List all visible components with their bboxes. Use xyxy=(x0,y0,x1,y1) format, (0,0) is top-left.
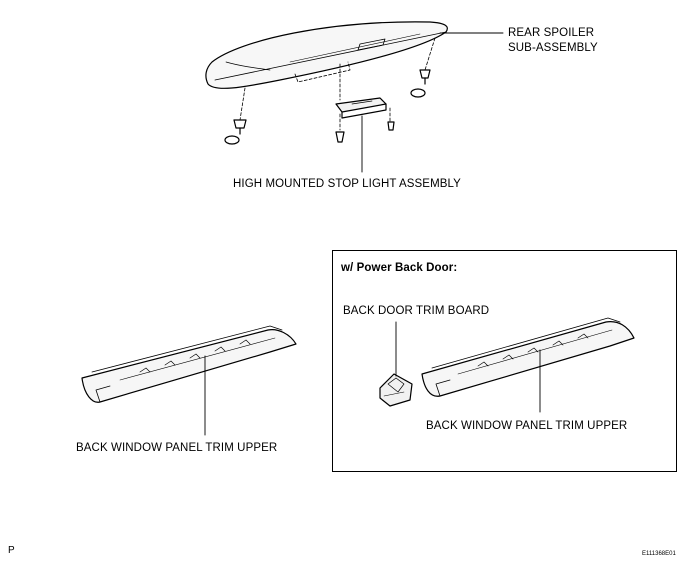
stop-light-bolts xyxy=(335,121,395,143)
stop-light-drawing xyxy=(335,97,387,119)
power-back-door-box xyxy=(332,250,677,472)
label-rear-spoiler-sub: SUB-ASSEMBLY xyxy=(508,42,598,54)
label-back-door-trim-board: BACK DOOR TRIM BOARD xyxy=(343,305,490,317)
label-power-back-door: w/ Power Back Door: xyxy=(341,262,458,274)
label-back-window-right: BACK WINDOW PANEL TRIM UPPER xyxy=(426,420,628,432)
rear-spoiler-drawing xyxy=(205,21,448,89)
back-door-trim-board-drawing xyxy=(379,373,413,407)
figure-code: E111368E01 xyxy=(642,551,676,557)
label-rear-spoiler: REAR SPOILER xyxy=(508,27,595,39)
back-window-trim-left-drawing xyxy=(81,325,297,403)
spoiler-clip-lines xyxy=(239,37,436,121)
label-back-window-left: BACK WINDOW PANEL TRIM UPPER xyxy=(76,442,278,454)
label-stop-light: HIGH MOUNTED STOP LIGHT ASSEMBLY xyxy=(233,178,461,190)
spoiler-clips xyxy=(224,69,431,145)
back-window-trim-right-drawing xyxy=(421,317,635,397)
corner-letter: P xyxy=(8,545,15,556)
